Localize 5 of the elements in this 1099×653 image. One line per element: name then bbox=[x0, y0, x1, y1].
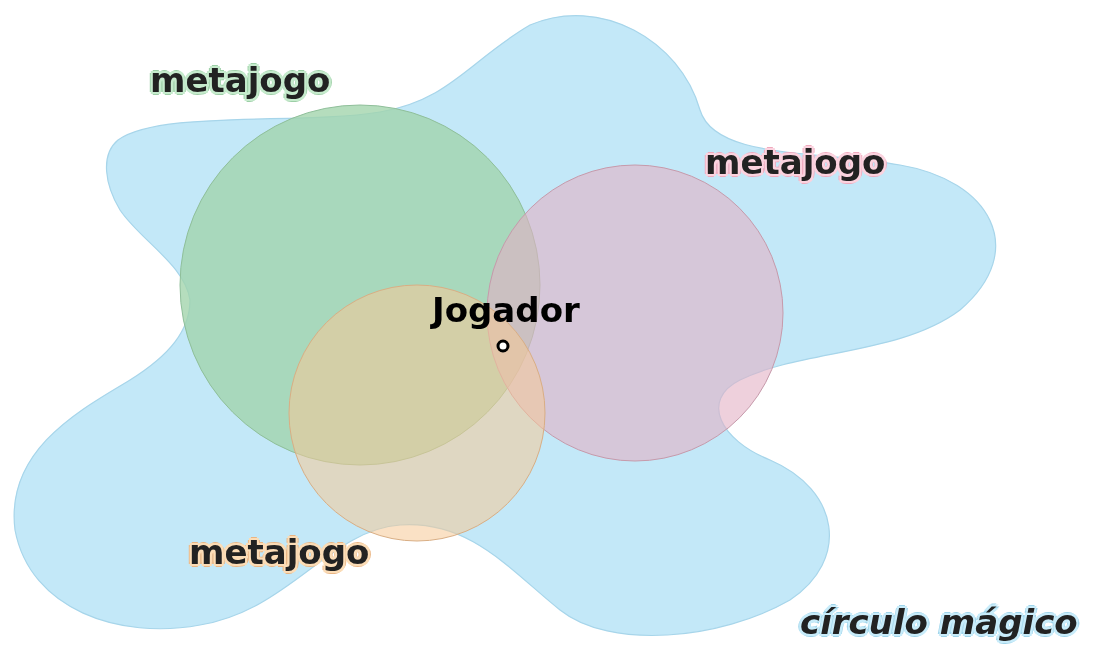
group-label: metajogo bbox=[189, 535, 370, 569]
group-label: círculo mágico bbox=[800, 605, 1078, 639]
group-label: metajogo bbox=[150, 63, 331, 97]
player-label: Jogador bbox=[432, 293, 580, 327]
group-label: metajogo bbox=[705, 145, 886, 179]
